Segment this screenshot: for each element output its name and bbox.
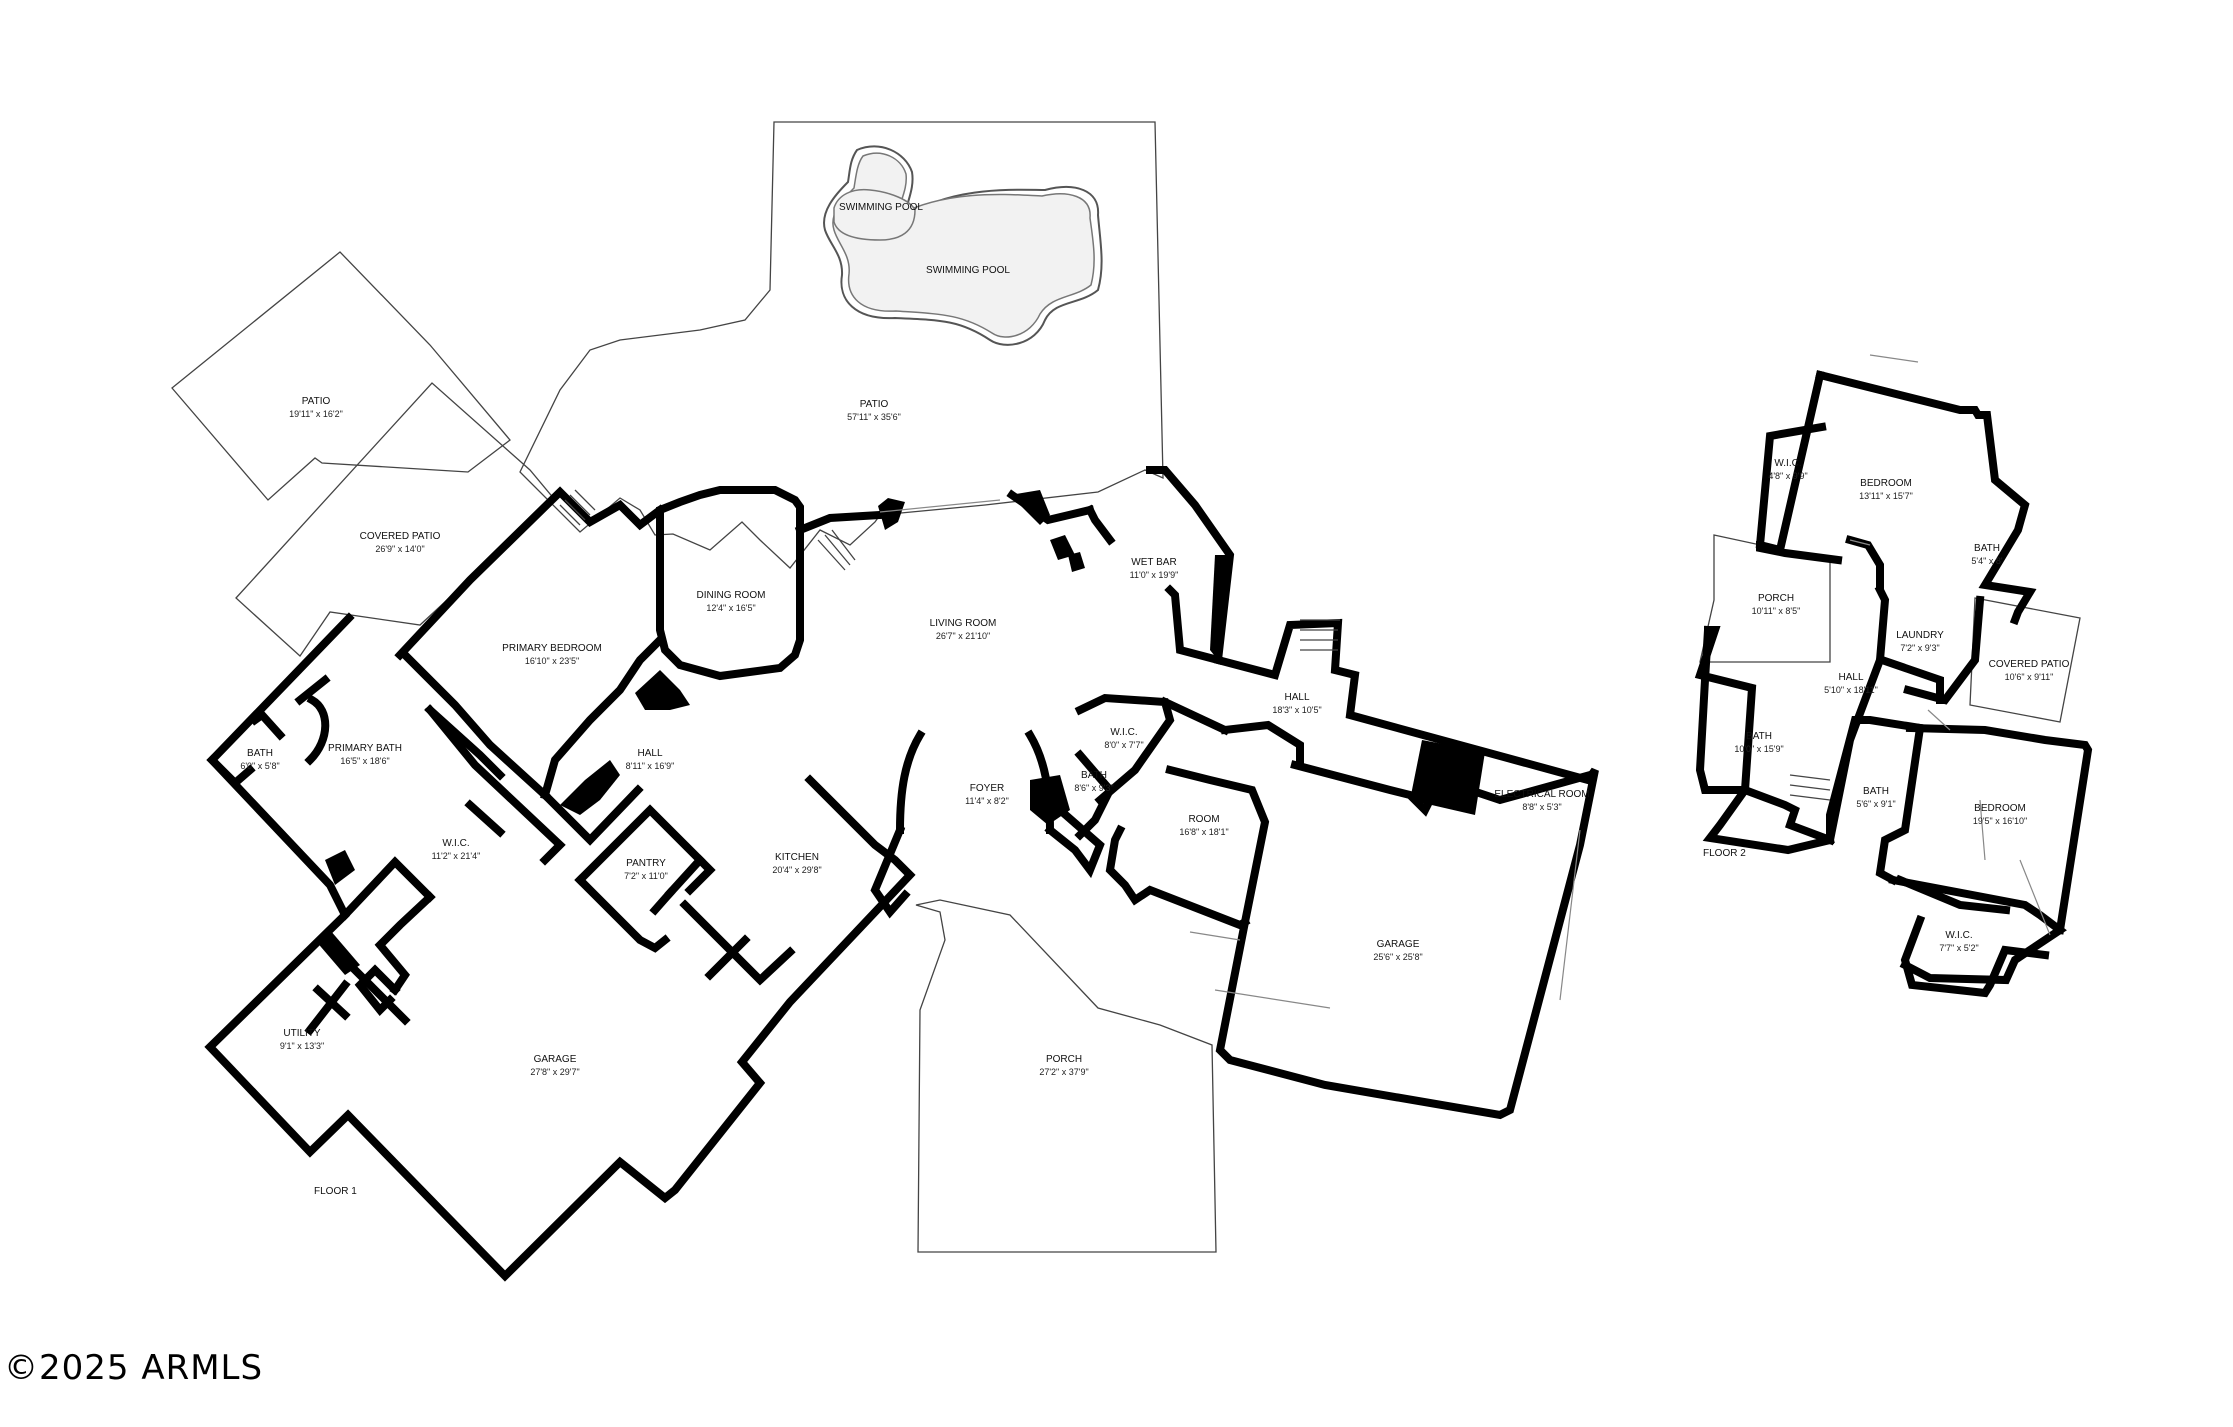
room-label: W.I.C. bbox=[1110, 727, 1137, 738]
room-dimensions: 5'4" x 8' bbox=[1971, 556, 2002, 566]
room-dimensions: 19'5" x 16'10" bbox=[1973, 816, 2027, 826]
room-label: COVERED PATIO bbox=[360, 531, 441, 542]
room-dimensions: 5'10" x 18'11" bbox=[1824, 685, 1878, 695]
room-label: W.I.C. bbox=[1945, 930, 1972, 941]
room-label: BEDROOM bbox=[1974, 803, 2026, 814]
room-label: BATH bbox=[1863, 786, 1889, 797]
floor-2-label: FLOOR 2 bbox=[1703, 848, 1746, 859]
outdoor-outlines bbox=[171, 121, 2081, 1253]
room-dimensions: 16'10" x 23'5" bbox=[525, 656, 579, 666]
room-label: LIVING ROOM bbox=[930, 618, 997, 629]
room-dimensions: 26'9" x 14'0" bbox=[375, 544, 424, 554]
room-dimensions: 7'2" x 9'3" bbox=[1900, 643, 1939, 653]
room-dimensions: 26'7" x 21'10" bbox=[936, 631, 990, 641]
stairs-and-windows bbox=[559, 354, 2051, 1009]
room-label: FOYER bbox=[970, 783, 1004, 794]
room-dimensions: 16'8" x 18'1" bbox=[1179, 827, 1228, 837]
room-dimensions: 4'8" x 9'9" bbox=[1768, 471, 1807, 481]
room-label: HALL bbox=[1838, 672, 1863, 683]
room-label: SWIMMING POOL bbox=[926, 265, 1010, 276]
room-label: PATIO bbox=[302, 396, 331, 407]
room-label: BATH bbox=[1974, 543, 2000, 554]
room-dimensions: 7'2" x 11'0" bbox=[624, 871, 668, 881]
room-dimensions: 11'2" x 21'4" bbox=[432, 851, 481, 861]
room-dimensions: 10'6" x 9'11" bbox=[2005, 672, 2054, 682]
solid-fills bbox=[315, 490, 1485, 975]
floor-1-label: FLOOR 1 bbox=[314, 1186, 357, 1197]
room-dimensions: 8'11" x 16'9" bbox=[626, 761, 675, 771]
room-dimensions: 57'11" x 35'6" bbox=[847, 412, 901, 422]
room-labels: SWIMMING POOL SWIMMING POOL PATIO 57'11"… bbox=[240, 202, 2069, 1077]
room-label: PORCH bbox=[1046, 1054, 1082, 1065]
room-label: ELECTRICAL ROOM bbox=[1494, 789, 1589, 800]
room-label: SWIMMING POOL bbox=[839, 202, 923, 213]
room-label: BEDROOM bbox=[1860, 478, 1912, 489]
room-label: BATH bbox=[247, 748, 273, 759]
room-dimensions: 11'0" x 19'9" bbox=[1130, 570, 1179, 580]
room-dimensions: 27'2" x 37'9" bbox=[1039, 1067, 1088, 1077]
room-dimensions: 10'11" x 8'5" bbox=[1752, 606, 1801, 616]
room-label: GARAGE bbox=[534, 1054, 577, 1065]
room-label: W.I.C. bbox=[1774, 458, 1801, 469]
room-dimensions: 16'5" x 18'6" bbox=[340, 756, 389, 766]
room-label: UTILITY bbox=[283, 1028, 321, 1039]
room-label: LAUNDRY bbox=[1896, 630, 1944, 641]
room-dimensions: 8'0" x 7'7" bbox=[1104, 740, 1143, 750]
room-label: COVERED PATIO bbox=[1989, 659, 2070, 670]
room-dimensions: 5'6" x 9'1" bbox=[1856, 799, 1895, 809]
room-label: KITCHEN bbox=[775, 852, 819, 863]
room-label: PRIMARY BATH bbox=[328, 743, 402, 754]
room-label: PANTRY bbox=[626, 858, 666, 869]
room-dimensions: 19'11" x 16'2" bbox=[289, 409, 343, 419]
room-dimensions: 11'4" x 8'2" bbox=[965, 796, 1009, 806]
room-label: ROOM bbox=[1188, 814, 1219, 825]
room-dimensions: 27'8" x 29'7" bbox=[530, 1067, 579, 1077]
room-label: PORCH bbox=[1758, 593, 1794, 604]
room-label: HALL bbox=[1284, 692, 1309, 703]
room-dimensions: 18'3" x 10'5" bbox=[1272, 705, 1321, 715]
room-dimensions: 7'7" x 5'2" bbox=[1939, 943, 1978, 953]
room-label: W.I.C. bbox=[442, 838, 469, 849]
room-label: GARAGE bbox=[1377, 939, 1420, 950]
swimming-pools bbox=[823, 145, 1103, 346]
room-label: PRIMARY BEDROOM bbox=[502, 643, 602, 654]
room-label: BATH bbox=[1081, 770, 1107, 781]
room-dimensions: 8'6" x 9'3" bbox=[1074, 783, 1113, 793]
room-dimensions: 6'0" x 5'8" bbox=[240, 761, 279, 771]
room-label: BATH bbox=[1746, 731, 1772, 742]
room-dimensions: 25'6" x 25'8" bbox=[1373, 952, 1422, 962]
room-label: DINING ROOM bbox=[697, 590, 766, 601]
room-label: PATIO bbox=[860, 399, 889, 410]
room-dimensions: 10'0" x 15'9" bbox=[1734, 744, 1783, 754]
room-dimensions: 9'1" x 13'3" bbox=[280, 1041, 324, 1051]
floor-1-walls bbox=[204, 466, 1599, 1282]
room-dimensions: 20'4" x 29'8" bbox=[772, 865, 821, 875]
room-dimensions: 12'4" x 16'5" bbox=[706, 603, 755, 613]
room-label: WET BAR bbox=[1131, 557, 1176, 568]
copyright-notice: ©2025 ARMLS bbox=[4, 1348, 264, 1388]
room-dimensions: 8'8" x 5'3" bbox=[1522, 802, 1561, 812]
room-label: HALL bbox=[637, 748, 662, 759]
floor-2-walls bbox=[1694, 370, 2093, 998]
room-dimensions: 13'11" x 15'7" bbox=[1859, 491, 1913, 501]
